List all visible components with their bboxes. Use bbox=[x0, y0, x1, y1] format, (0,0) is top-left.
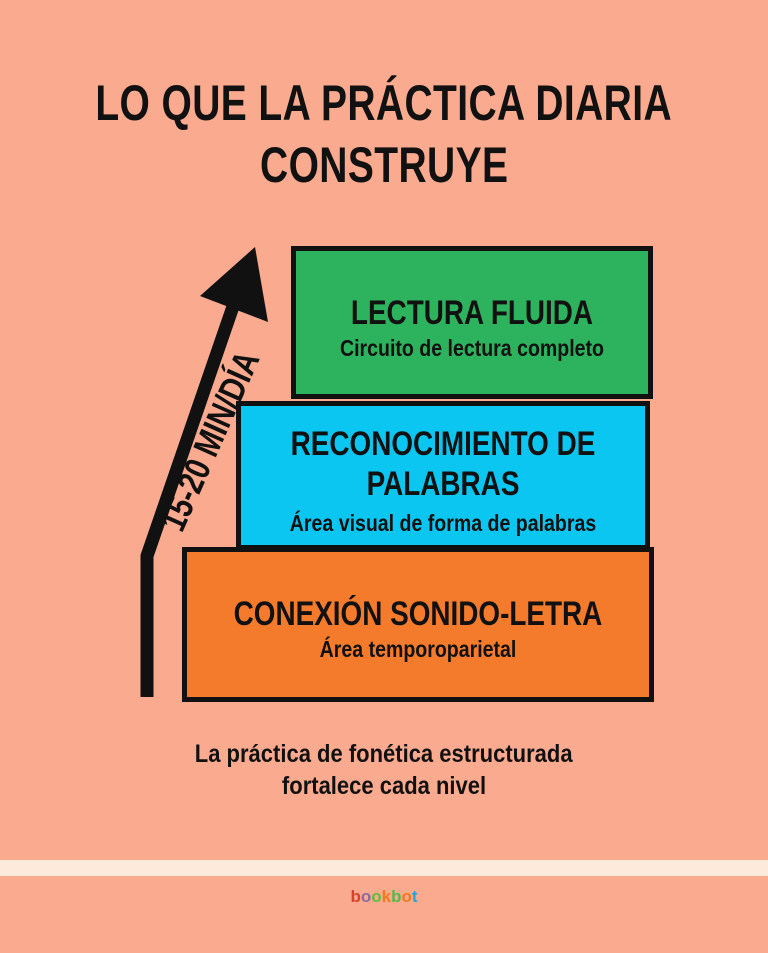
logo-letter: k bbox=[381, 887, 392, 906]
bookbot-logo: bookbot bbox=[0, 887, 768, 907]
page-title: LO QUE LA PRÁCTICA DIARIA CONSTRUYE bbox=[95, 75, 673, 193]
logo-letter: b bbox=[350, 887, 361, 906]
level-lectura-fluida: LECTURA FLUIDA Circuito de lectura compl… bbox=[291, 246, 653, 399]
caption: La práctica de fonética estructurada for… bbox=[195, 740, 573, 800]
footer-band bbox=[0, 860, 768, 876]
level-reconocimiento-palabras: RECONOCIMIENTO DE PALABRAS Área visual d… bbox=[236, 401, 650, 550]
level-conexion-sonido-letra: CONEXIÓN SONIDO-LETRA Área temporopariet… bbox=[182, 547, 654, 702]
logo-letter: b bbox=[391, 887, 402, 906]
logo-letter: o bbox=[401, 887, 412, 906]
logo-letter: t bbox=[411, 887, 418, 906]
logo-letter: o bbox=[360, 887, 372, 906]
logo-letter: o bbox=[371, 887, 382, 906]
